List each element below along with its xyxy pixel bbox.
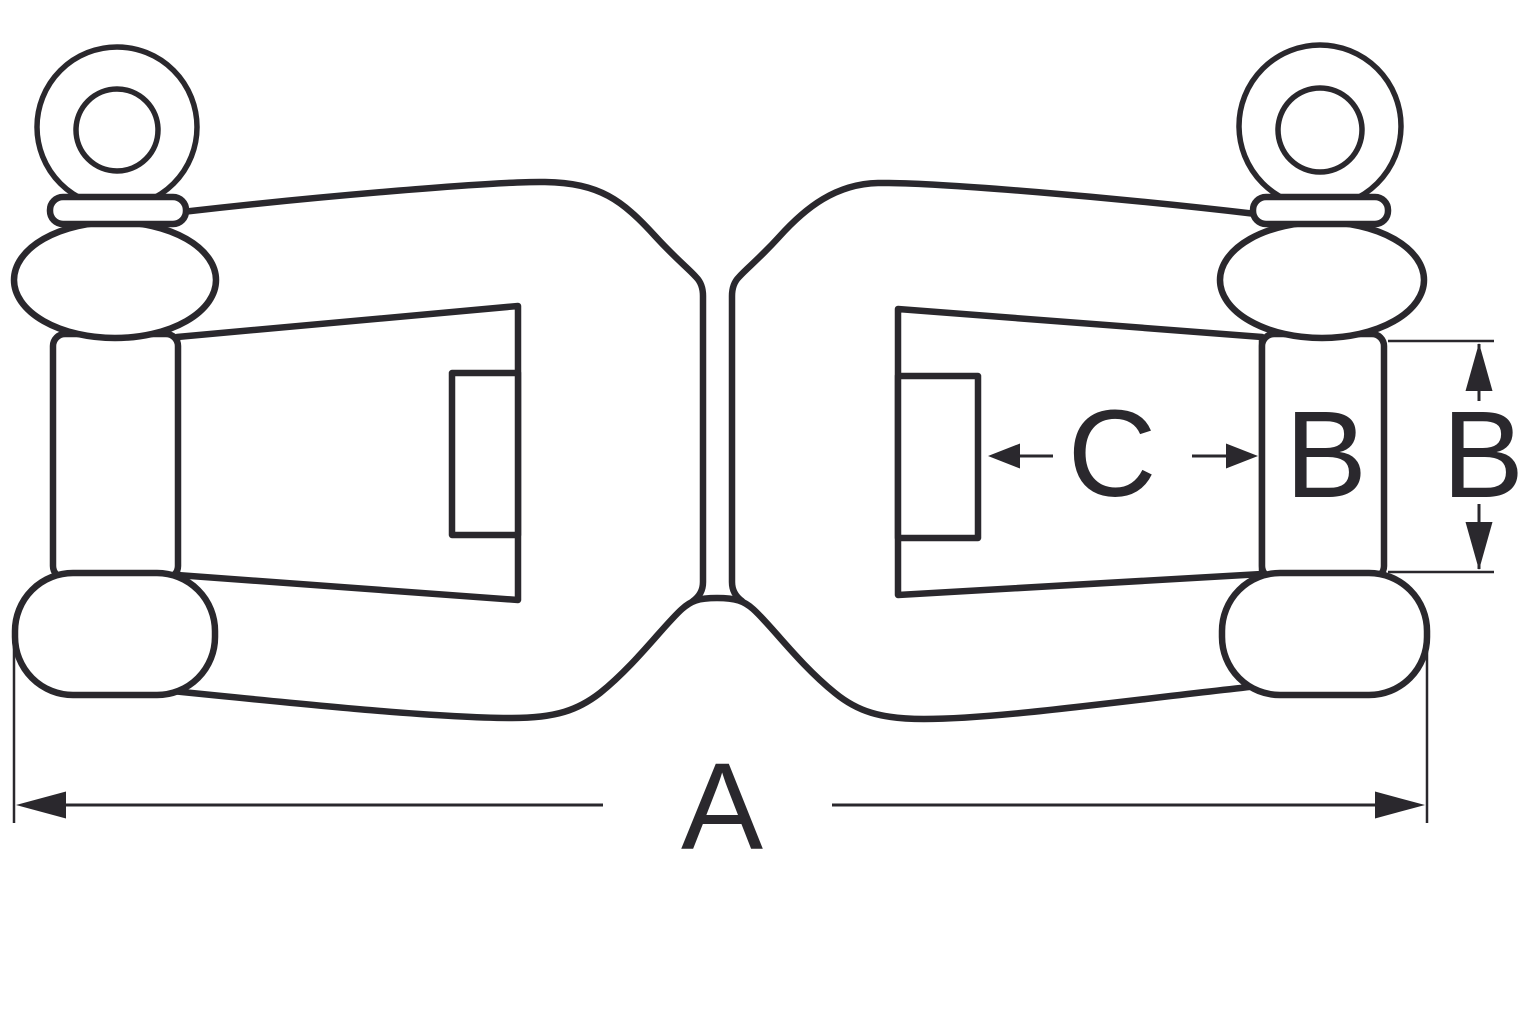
right-pin-bottom-boss (1218, 569, 1431, 699)
right-pin-washer (1249, 193, 1392, 228)
dim-a-label: A (681, 739, 763, 876)
dimension-c: C (988, 386, 1258, 523)
bottom-outline (168, 594, 1262, 723)
dim-a-arrow-left-icon (16, 791, 66, 819)
right-pin-collar-bulb (1216, 218, 1428, 342)
right-eye-hole (1275, 85, 1365, 175)
dim-c-label: C (1068, 386, 1157, 523)
dim-b-label: B (1442, 387, 1524, 524)
swivel-body (168, 178, 1266, 723)
right-jaw-slot-window (894, 372, 982, 542)
left-pin-washer (46, 193, 190, 228)
dimension-a: A (12, 643, 1429, 876)
dim-c-arrow-right-icon (1226, 443, 1258, 469)
right-jaw-outline (728, 179, 1260, 605)
left-pin-shaft (49, 330, 182, 582)
dimension-b: B (1388, 339, 1524, 574)
left-pin-bottom-boss (11, 569, 219, 699)
right-pin-assembly (1216, 42, 1431, 699)
dim-c-arrow-left-icon (988, 443, 1020, 469)
dim-a-arrow-right-icon (1375, 791, 1425, 819)
pin-b-label: B (1285, 387, 1367, 524)
left-pin-collar-bulb (10, 218, 220, 342)
pin-width-label-group: B (1285, 387, 1367, 524)
left-pin-assembly (10, 44, 220, 699)
left-jaw-slot-window (448, 369, 522, 539)
left-eye-hole (73, 86, 161, 174)
left-jaw-outline (178, 178, 707, 605)
dim-b-arrow-up-icon (1465, 343, 1493, 391)
dim-b-arrow-down-icon (1465, 522, 1493, 570)
